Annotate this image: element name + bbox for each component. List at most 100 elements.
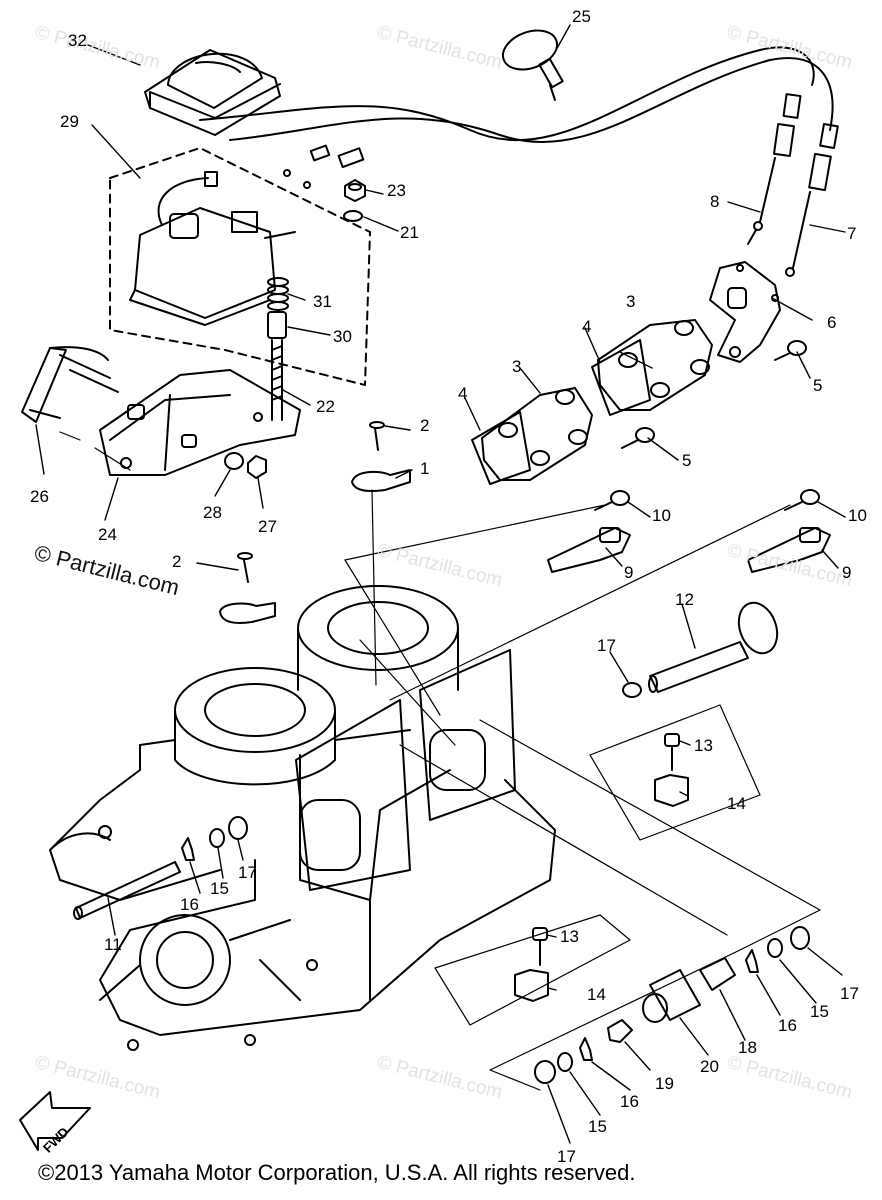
band-25 [501, 29, 564, 101]
part-label: 17 [840, 984, 859, 1003]
part-label: 20 [700, 1057, 719, 1076]
part-label: 12 [675, 590, 694, 609]
bracket-14-outline-upper [589, 704, 761, 841]
bracket-1-upper [351, 469, 411, 492]
part-label: 7 [847, 224, 857, 243]
washer-28 [224, 452, 244, 470]
part-label: 9 [624, 563, 634, 582]
bolt-10-left [594, 490, 630, 511]
part-label: 13 [560, 927, 579, 946]
assembly-29-outline [109, 147, 371, 386]
part-label: 3 [512, 357, 522, 376]
part-label: 15 [588, 1117, 607, 1136]
nut-27 [247, 455, 267, 479]
part-label: 8 [710, 192, 720, 211]
washer-21 [343, 210, 363, 222]
part-19 [607, 1019, 633, 1043]
screw-2-upper [369, 421, 385, 451]
clip-16-left [181, 837, 195, 861]
cover-3-rear [597, 319, 713, 411]
part-label: 10 [848, 506, 867, 525]
washer-15-right [767, 938, 783, 958]
washer-15-left [209, 828, 225, 848]
part-label: 4 [582, 317, 592, 336]
part-label: 25 [572, 7, 591, 26]
part-label: 17 [557, 1147, 576, 1166]
bolt-13-upper [664, 733, 680, 771]
part-label: 27 [258, 517, 277, 536]
part-label: 16 [778, 1016, 797, 1035]
valve-9-right [747, 527, 831, 573]
cover-3-front [481, 387, 593, 481]
gasket-4-front [471, 411, 531, 485]
part-label: 5 [813, 376, 823, 395]
part-label: 30 [333, 327, 352, 346]
spring-31 [267, 277, 289, 311]
washer-17-left [228, 816, 248, 840]
part-label: 2 [172, 552, 182, 571]
collar-30 [267, 311, 287, 339]
shaft-11 [73, 861, 181, 920]
bolt-13-lower [532, 927, 548, 966]
valve-9-left [547, 527, 631, 573]
gasket-4-rear [591, 339, 651, 416]
part-label: 24 [98, 525, 117, 544]
bracket-14-outline-lower [434, 914, 631, 1026]
part-label: 4 [458, 384, 468, 403]
part-label: 15 [210, 879, 229, 898]
exhaust-valve-12 [648, 601, 779, 693]
clip-16-right [745, 949, 759, 973]
clip-26 [21, 346, 119, 423]
part-18 [699, 957, 736, 991]
part-label: 23 [387, 181, 406, 200]
electrical-box-29 [129, 171, 296, 326]
part-label: 10 [652, 506, 671, 525]
part-label: 2 [420, 416, 430, 435]
bolt-10-right [784, 489, 820, 511]
part-label: 17 [597, 636, 616, 655]
part-label: 28 [203, 503, 222, 522]
bracket-24 [99, 369, 301, 476]
screws-top [283, 144, 365, 189]
part-label: 16 [180, 895, 199, 914]
part-label: 11 [104, 935, 122, 954]
part-label: 21 [400, 223, 419, 242]
nut-23 [344, 179, 366, 202]
part-label: 18 [738, 1038, 757, 1057]
bolt-5-lower [621, 427, 655, 449]
part-label: 9 [842, 563, 852, 582]
part-label: 13 [694, 736, 713, 755]
part-label: 31 [313, 292, 332, 311]
part-20 [642, 969, 701, 1023]
washer-17-upper [622, 682, 642, 698]
throttle-cable [199, 46, 815, 141]
bracket-1-lower [219, 602, 276, 624]
part-label: 14 [587, 985, 606, 1004]
part-label: 3 [626, 292, 636, 311]
plate-6 [709, 261, 781, 363]
part-label: 22 [316, 397, 335, 416]
clip-16-bottom [579, 1037, 593, 1061]
part-label: 5 [682, 451, 692, 470]
screw-2-lower [237, 552, 253, 583]
cable-end-7 [785, 122, 839, 277]
washer-17-bottom [534, 1060, 556, 1084]
choke-cable [229, 57, 834, 143]
part-label: 19 [655, 1074, 674, 1093]
engine-block [49, 585, 556, 1051]
part-label: 17 [238, 863, 257, 882]
washer-15-bottom [557, 1052, 573, 1072]
part-label: 32 [68, 31, 87, 50]
part-label: 14 [727, 794, 746, 813]
cable-end-8 [747, 93, 802, 245]
part-label: 1 [420, 459, 430, 478]
part-label: 29 [60, 112, 79, 131]
stud-22 [271, 339, 283, 421]
bolt-5-upper [774, 340, 807, 361]
part-label: 26 [30, 487, 49, 506]
fwd-arrow-icon [19, 1091, 91, 1151]
cover-32 [144, 49, 281, 136]
bracket-14-upper [654, 774, 689, 807]
